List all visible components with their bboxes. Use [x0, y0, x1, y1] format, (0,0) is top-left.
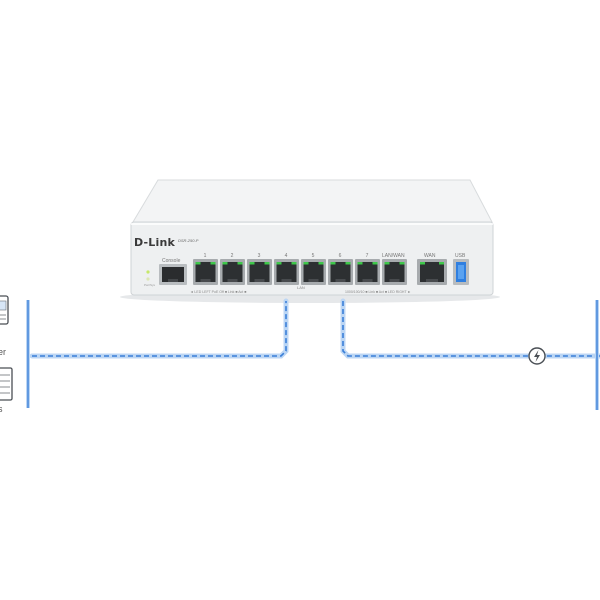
wan-port[interactable] — [417, 259, 447, 285]
port-number-7: 7 — [365, 253, 369, 259]
port-number-2: 2 — [230, 253, 234, 259]
port-number-5: 5 — [311, 253, 315, 259]
computer-icon — [0, 295, 9, 325]
ethernet-port-2[interactable] — [220, 259, 245, 285]
lanwan-label: LAN/WAN — [382, 253, 405, 259]
cable-right — [340, 298, 600, 359]
model-label: DSR-250-P — [178, 238, 199, 243]
router-top — [132, 179, 493, 223]
port-number-3: 3 — [257, 253, 261, 259]
ethernet-ports — [193, 259, 407, 285]
brand-logo: D-Link — [134, 236, 176, 249]
wan-label: WAN — [424, 253, 436, 259]
port-number-4: 4 — [284, 253, 288, 259]
power-bolt-icon — [528, 347, 546, 365]
ethernet-port-8[interactable] — [382, 259, 407, 285]
left-device-label-bottom: s — [0, 404, 3, 414]
ethernet-port-3[interactable] — [247, 259, 272, 285]
port-number-6: 6 — [338, 253, 342, 259]
usb-label: USB — [455, 253, 466, 259]
server-icon — [0, 367, 13, 401]
lan-label: LAN — [297, 285, 305, 290]
power-label: Pwr/Sys — [144, 283, 156, 287]
power-led — [146, 270, 150, 274]
led-legend-right: 1000/100/10 ■ Link ■ Act ■ LED RIGHT ► — [345, 290, 411, 294]
ethernet-port-4[interactable] — [274, 259, 299, 285]
status-led — [146, 277, 150, 281]
port-number-1: 1 — [203, 253, 207, 259]
usb-port[interactable] — [453, 259, 469, 285]
led-legend-left: ◄ LED LEFT PoE Off ■ Link ■ Act ■ — [190, 290, 247, 294]
ethernet-port-1[interactable] — [193, 259, 218, 285]
ethernet-port-7[interactable] — [355, 259, 380, 285]
cable-left — [29, 298, 289, 359]
ethernet-port-6[interactable] — [328, 259, 353, 285]
left-device-label-top: er — [0, 347, 7, 357]
console-label: Console — [162, 258, 181, 264]
ethernet-port-5[interactable] — [301, 259, 326, 285]
console-port[interactable] — [159, 264, 187, 285]
